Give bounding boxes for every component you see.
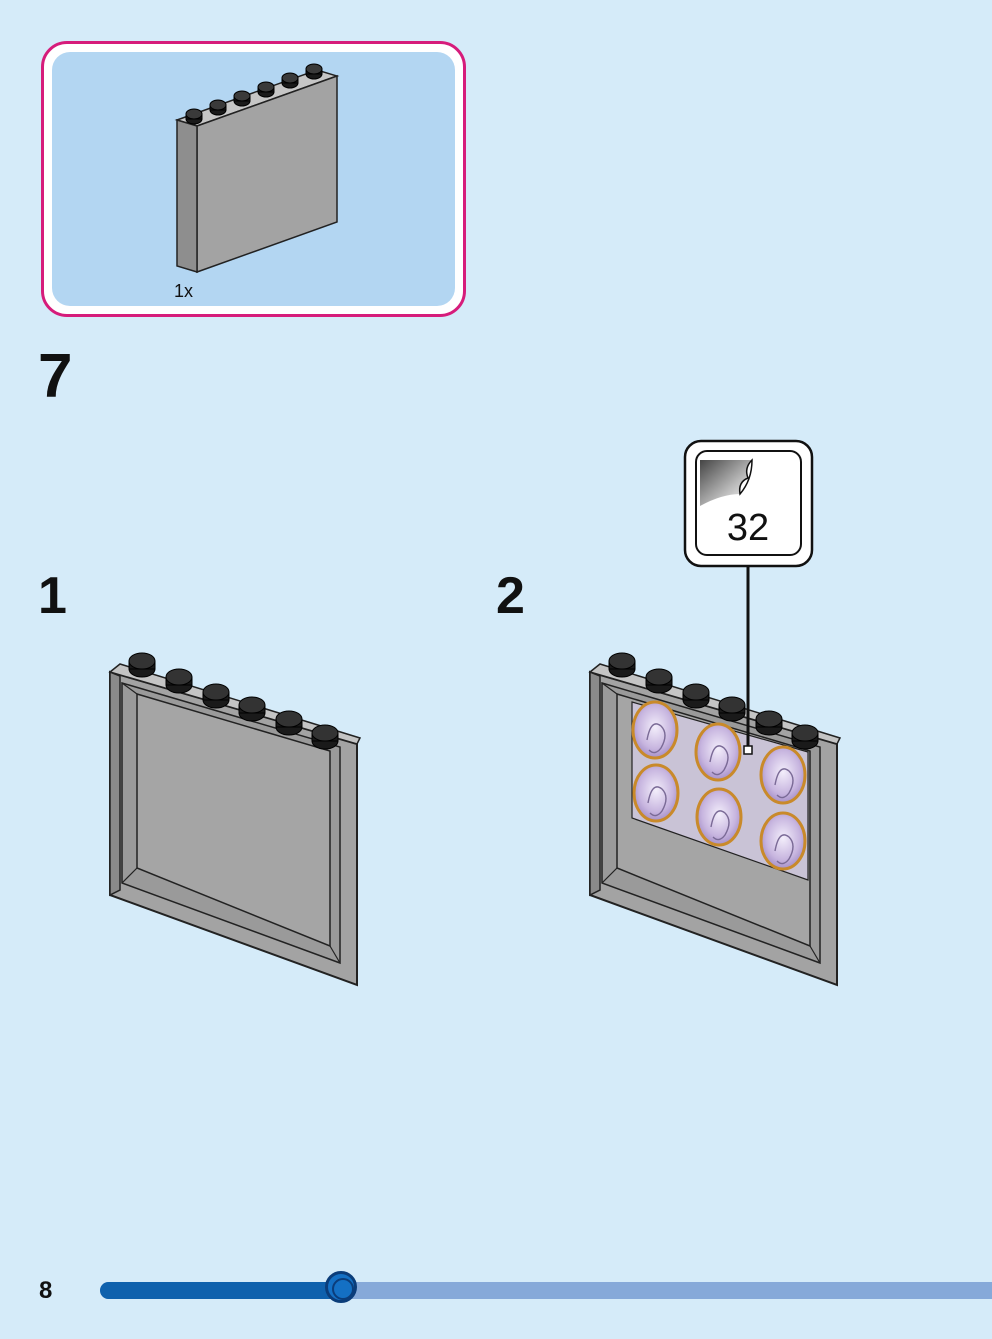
progress-knob-icon (324, 1271, 357, 1303)
substep-number-1: 1 (38, 567, 67, 625)
panel-1x6x5-icon (174, 63, 340, 274)
sticker-peel-icon (700, 460, 752, 506)
sticker-callout (683, 439, 814, 755)
panel-brick-step-1 (108, 652, 362, 987)
substep-number-2: 2 (496, 567, 525, 625)
sticker-number: 32 (726, 507, 770, 549)
sticker-32 (631, 700, 809, 881)
panel-brick-step-2 (588, 652, 842, 987)
progress-fill (100, 1282, 341, 1299)
part-quantity: 1x (174, 281, 194, 301)
page-number: 8 (39, 1277, 53, 1304)
step-number: 7 (38, 342, 73, 411)
